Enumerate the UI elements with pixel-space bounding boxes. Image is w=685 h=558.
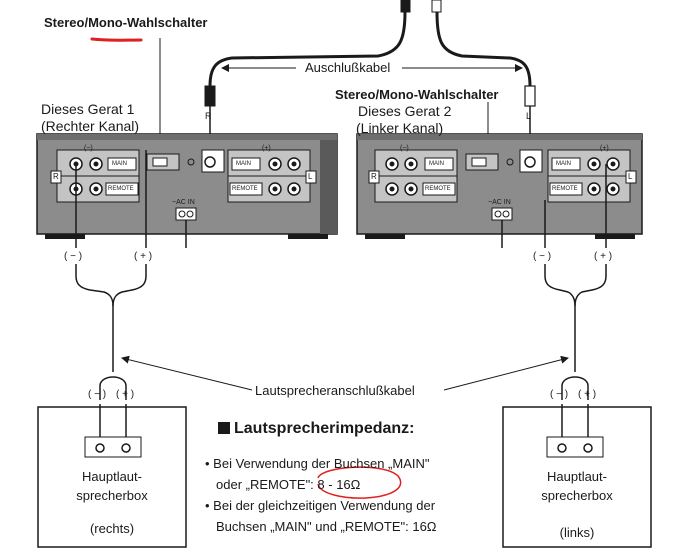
right-speaker-line1: Hauptlaut- bbox=[547, 469, 607, 484]
unit2-terminal-plus: ( + ) bbox=[594, 251, 613, 262]
right-speaker-plus: ( + ) bbox=[578, 389, 597, 400]
switch-label-mid: Stereo/Mono-Wahlschalter bbox=[335, 87, 499, 102]
unit2-terminal-minus: ( − ) bbox=[533, 251, 552, 262]
impedance-bullet2-line1: • Bei der gleichzeitigen Verwendung der bbox=[205, 498, 436, 513]
impedance-list: • Bei Verwendung der Buchsen „MAIN" oder… bbox=[205, 453, 437, 537]
left-speaker-position: (rechts) bbox=[89, 521, 135, 536]
impedance-bullet1-line1: • Bei Verwendung der Buchsen „MAIN" bbox=[205, 456, 430, 471]
unit1-remote-right: REMOTE bbox=[232, 186, 258, 192]
unit1-plus: (+) bbox=[262, 145, 271, 152]
switch-label-top: Stereo/Mono-Wahlschalter bbox=[44, 15, 208, 30]
unit1-subtitle: (Rechter Kanal) bbox=[41, 118, 140, 134]
unit2-r-mark: R bbox=[371, 172, 377, 181]
unit1-terminal-minus: ( − ) bbox=[64, 251, 83, 262]
unit2-l-mark: L bbox=[628, 172, 633, 181]
unit2-remote-left: REMOTE bbox=[425, 186, 451, 192]
unit1-title: Dieses Gerat 1 bbox=[41, 101, 135, 117]
left-speaker-line2: sprecherbox bbox=[76, 488, 148, 503]
red-underline-annotation bbox=[90, 37, 143, 42]
left-speaker-line1: Hauptlaut- bbox=[82, 469, 142, 484]
unit2-main-right: MAIN bbox=[556, 161, 571, 167]
speaker-cable-arrow-right bbox=[443, 355, 569, 391]
speaker-cable-label: Lautsprecheranschlußkabel bbox=[255, 383, 415, 398]
unit1-terminal-plus: ( + ) bbox=[134, 251, 153, 262]
unit1-main-left: MAIN bbox=[112, 161, 127, 167]
unit2-subtitle: (Linker Kanal) bbox=[356, 120, 444, 136]
left-speaker-minus: ( − ) bbox=[88, 389, 107, 400]
unit1-minus: (−) bbox=[84, 145, 93, 152]
right-speaker-line2: sprecherbox bbox=[541, 488, 613, 503]
impedance-heading-text: Lautsprecherimpedanz: bbox=[234, 420, 415, 437]
right-speaker-minus: ( − ) bbox=[550, 389, 569, 400]
impedance-bullet1-line2: oder „REMOTE": 8 - 16Ω bbox=[216, 477, 361, 492]
plug-label-l: L bbox=[526, 111, 532, 121]
unit1-ac-in: ~AC IN bbox=[172, 199, 195, 206]
plug-label-r: R bbox=[205, 111, 212, 121]
speaker-cable-arrow-left bbox=[121, 355, 253, 391]
cable-label: Auschlußkabel bbox=[302, 61, 394, 74]
speaker-box-left bbox=[37, 406, 187, 548]
unit2-ac-in: ~AC IN bbox=[488, 199, 511, 206]
square-bullet-icon bbox=[218, 422, 230, 434]
top-cable bbox=[208, 0, 532, 87]
left-speaker-plus: ( + ) bbox=[116, 389, 135, 400]
unit2-minus: (−) bbox=[400, 145, 409, 152]
unit2-remote-right: REMOTE bbox=[552, 186, 578, 192]
unit1-r-mark: R bbox=[53, 172, 59, 181]
unit2-main-left: MAIN bbox=[429, 161, 444, 167]
unit1-remote-left: REMOTE bbox=[108, 186, 134, 192]
unit2-plus: (+) bbox=[600, 145, 609, 152]
impedance-bullet2-line2: Buchsen „MAIN" und „REMOTE": 16Ω bbox=[216, 519, 437, 534]
unit2-title: Dieses Gerat 2 bbox=[358, 103, 452, 119]
amplifier-unit-1 bbox=[36, 133, 338, 239]
unit1-l-mark: L bbox=[308, 172, 313, 181]
amplifier-unit-2 bbox=[356, 133, 643, 239]
unit1-main-right: MAIN bbox=[236, 161, 251, 167]
right-speaker-position: (links) bbox=[559, 525, 595, 540]
red-circle-annotation bbox=[317, 466, 402, 499]
impedance-heading: Lautsprecherimpedanz: bbox=[218, 420, 414, 438]
speaker-box-right bbox=[502, 406, 652, 548]
